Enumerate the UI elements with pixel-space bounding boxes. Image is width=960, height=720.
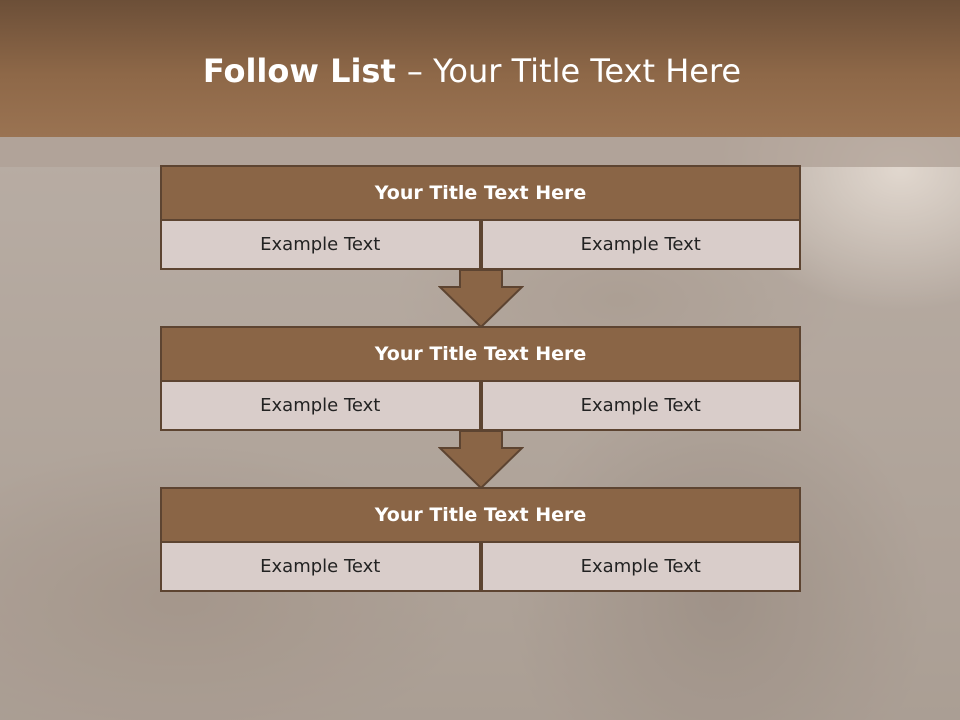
step-2-left-cell: Example Text [160,382,481,431]
step-block-2: Your Title Text Here Example Text Exampl… [160,326,801,431]
header-subband [0,137,960,167]
step-block-3: Your Title Text Here Example Text Exampl… [160,487,801,592]
title-bold: Follow List [202,52,407,90]
header-band [0,0,960,137]
step-title-2: Your Title Text Here [160,326,801,382]
step-row-3: Example Text Example Text [160,543,801,592]
step-3-right-cell: Example Text [480,543,801,592]
step-row-1: Example Text Example Text [160,221,801,270]
step-title-1: Your Title Text Here [160,165,801,221]
step-1-right-cell: Example Text [480,221,801,270]
step-block-1: Your Title Text Here Example Text Exampl… [160,165,801,270]
step-1-left-cell: Example Text [160,221,481,270]
title-rest: – Your Title Text Here [406,52,742,90]
step-2-right-cell: Example Text [480,382,801,431]
slide-title: Follow List – Your Title Text Here [0,52,944,90]
down-arrow-icon [438,431,524,489]
step-title-3: Your Title Text Here [160,487,801,543]
down-arrow-icon [438,270,524,328]
step-3-left-cell: Example Text [160,543,481,592]
step-row-2: Example Text Example Text [160,382,801,431]
